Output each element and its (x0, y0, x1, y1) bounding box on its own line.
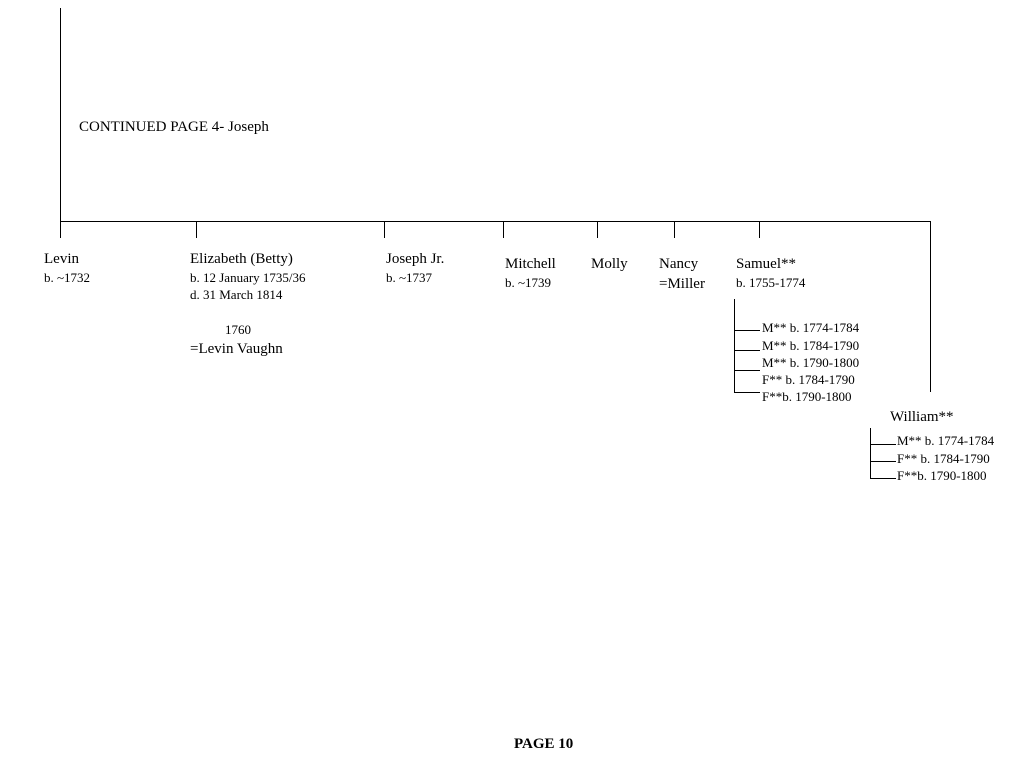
drop-line-levin (60, 221, 61, 238)
child-birth-samuel: b. 1755-1774 (736, 275, 806, 290)
household-entry: F** b. 1784-1790 (762, 372, 855, 387)
child-name-molly: Molly (591, 256, 628, 272)
child-name-mitchell: Mitchell (505, 256, 556, 272)
child-name-william: William** (890, 409, 954, 425)
samuel-household-tick (734, 350, 760, 351)
samuel-household-tick (734, 370, 760, 371)
child-birth-joseph-jr: b. ~1737 (386, 270, 433, 285)
william-household-tick (870, 461, 896, 462)
drop-line-molly (597, 221, 598, 238)
household-entry: F**b. 1790-1800 (762, 389, 852, 404)
household-entry: M** b. 1774-1784 (762, 320, 860, 335)
household-entry: F**b. 1790-1800 (897, 468, 987, 483)
continued-note: CONTINUED PAGE 4- Joseph (79, 119, 269, 135)
drop-line-joseph-jr (384, 221, 385, 238)
drop-line-mitchell (503, 221, 504, 238)
child-birth-elizabeth: b. 12 January 1735/36 (190, 270, 306, 285)
household-entry: F** b. 1784-1790 (897, 451, 990, 466)
spouse-nancy: =Miller (659, 276, 705, 292)
drop-line-elizabeth (196, 221, 197, 238)
household-entry: M** b. 1774-1784 (897, 433, 995, 448)
child-birth-mitchell: b. ~1739 (505, 275, 552, 290)
samuel-household-tick (734, 330, 760, 331)
household-entry: M** b. 1784-1790 (762, 338, 860, 353)
child-name-levin: Levin (44, 251, 79, 267)
william-household-tick (870, 478, 896, 479)
drop-line-samuel (759, 221, 760, 238)
marriage-year-elizabeth: 1760 (225, 322, 251, 337)
drop-line-nancy (674, 221, 675, 238)
william-household-tick (870, 444, 896, 445)
child-name-nancy: Nancy (659, 256, 699, 272)
child-birth-levin: b. ~1732 (44, 270, 91, 285)
samuel-household-tick (734, 392, 760, 393)
child-name-elizabeth: Elizabeth (Betty) (190, 251, 293, 267)
page-number: PAGE 10 (514, 736, 574, 752)
child-name-joseph-jr: Joseph Jr. (386, 251, 445, 267)
parent-line (60, 8, 61, 221)
william-household-bracket (870, 428, 871, 478)
samuel-household-bracket (734, 299, 735, 392)
child-name-samuel: Samuel** (736, 256, 796, 272)
drop-line-william (930, 221, 931, 392)
sibling-bar (60, 221, 931, 222)
child-death-elizabeth: d. 31 March 1814 (190, 287, 283, 302)
spouse-elizabeth: =Levin Vaughn (190, 341, 283, 357)
household-entry: M** b. 1790-1800 (762, 355, 860, 370)
